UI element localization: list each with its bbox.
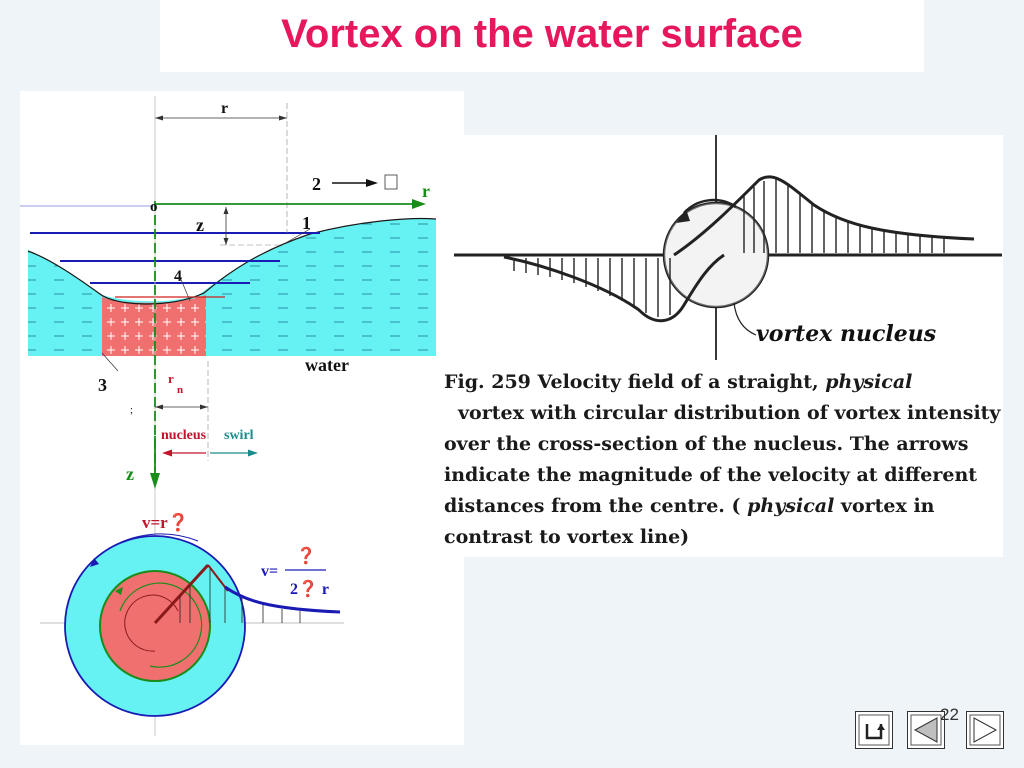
slide-title: Vortex on the water surface — [281, 12, 803, 56]
caption-line-2: vortex with circular distribution of vor… — [458, 402, 1001, 424]
vortex-diagram-svg: r 2 r o z 1 4 water 3 r n ; nucleus swir… — [20, 96, 437, 736]
label-rn-r: r — [168, 371, 174, 386]
label-1: 1 — [302, 213, 311, 233]
water-surface-curve — [27, 217, 437, 305]
vortex-nucleus-circle — [662, 201, 770, 309]
next-arrow-icon — [969, 714, 1001, 746]
page-number: 22 — [940, 705, 959, 724]
label-water: water — [305, 355, 349, 375]
caption-line-3: over the cross-section of the nucleus. T… — [444, 433, 969, 455]
title-box: Vortex on the water surface — [160, 0, 924, 72]
label-4: 4 — [174, 268, 182, 285]
formula-v: v= — [261, 563, 278, 580]
caption-line-1: Fig. 259 Velocity field of a straight, — [444, 371, 819, 393]
label-z-depth: z — [196, 215, 204, 235]
velocity-decay-curve — [224, 585, 341, 614]
label-2: 2 — [312, 174, 321, 194]
vortex-diagram: r 2 r o z 1 4 water 3 r n ; nucleus swir… — [20, 91, 464, 745]
velocity-field-figure: vortex nucleus Fig. 259 Velocity field o… — [444, 135, 1003, 557]
caption-line-4: indicate the magnitude of the velocity a… — [444, 464, 978, 486]
label-3: 3 — [98, 375, 107, 395]
label-semicolon: ; — [130, 404, 133, 416]
next-slide-button[interactable] — [966, 711, 1004, 749]
formula-numerator: ❓ — [296, 546, 316, 565]
caption-line-5: distances from the centre. ( — [444, 495, 741, 517]
previous-arrow-icon — [910, 714, 942, 746]
upper-velocity-curve — [673, 175, 975, 257]
label-rn-n: n — [177, 384, 183, 396]
label-o: o — [150, 199, 158, 215]
formula-denominator: 2❓ r — [290, 579, 329, 598]
caption-line-6: contrast to vortex line) — [444, 526, 690, 548]
formula-inner: v=r❓ — [142, 512, 189, 532]
previous-slide-button[interactable] — [907, 711, 945, 749]
caption-italic-physical-1: physical — [825, 371, 913, 393]
label-swirl: swirl — [224, 428, 254, 443]
caption-line-5-end: vortex in — [840, 495, 935, 517]
label-nucleus: nucleus — [161, 428, 207, 443]
lower-velocity-curve — [503, 253, 725, 323]
nucleus-circle — [99, 570, 211, 682]
return-button[interactable] — [855, 711, 893, 749]
label-r-axis: r — [422, 181, 430, 201]
label-r-top: r — [221, 100, 228, 117]
label-vortex-nucleus: vortex nucleus — [756, 321, 936, 347]
velocity-field-svg: vortex nucleus — [454, 135, 1002, 360]
return-icon — [858, 714, 890, 746]
label-z-axis: z — [126, 464, 134, 484]
caption-italic-physical-2: physical — [747, 495, 835, 517]
